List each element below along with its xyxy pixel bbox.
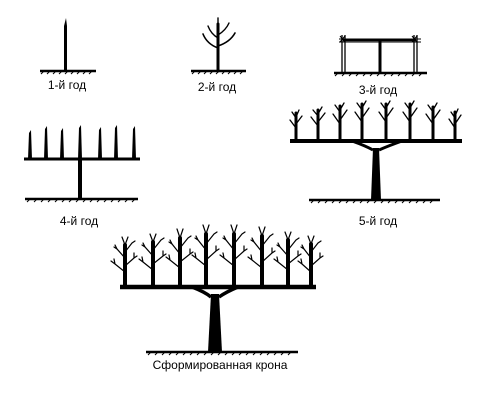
candelabra-tree <box>24 157 140 199</box>
ground-line <box>334 71 427 77</box>
formed-twigs <box>110 224 324 273</box>
stage-year-1: 1-й год <box>40 18 96 92</box>
caption-year-1: 1-й год <box>48 78 86 92</box>
caption-year-3: 3-й год <box>359 83 397 97</box>
ground-line <box>309 198 440 204</box>
stage-year-2: 2-й год <box>191 17 246 94</box>
stage-year-4: 4-й год <box>24 125 140 228</box>
ground-line <box>25 197 138 203</box>
upright-shoots <box>28 125 136 159</box>
seedling-stem <box>64 18 67 71</box>
trained-tree <box>343 38 416 73</box>
caption-year-5: 5-й год <box>359 214 397 228</box>
year-5-branches <box>289 100 462 143</box>
stage-year-3: 3-й год <box>334 35 427 97</box>
ground-line <box>40 69 96 75</box>
young-tree <box>202 17 236 73</box>
stage-formed-crown: Сформированная крона <box>110 224 324 372</box>
ground-line <box>146 350 298 356</box>
formed-trunk <box>120 284 316 352</box>
caption-year-2: 2-й год <box>198 80 236 94</box>
stage-year-5: 5-й год <box>289 100 462 228</box>
caption-year-4: 4-й год <box>60 214 98 228</box>
year-5-trunk <box>290 139 462 200</box>
caption-formed-crown: Сформированная крона <box>153 358 288 372</box>
